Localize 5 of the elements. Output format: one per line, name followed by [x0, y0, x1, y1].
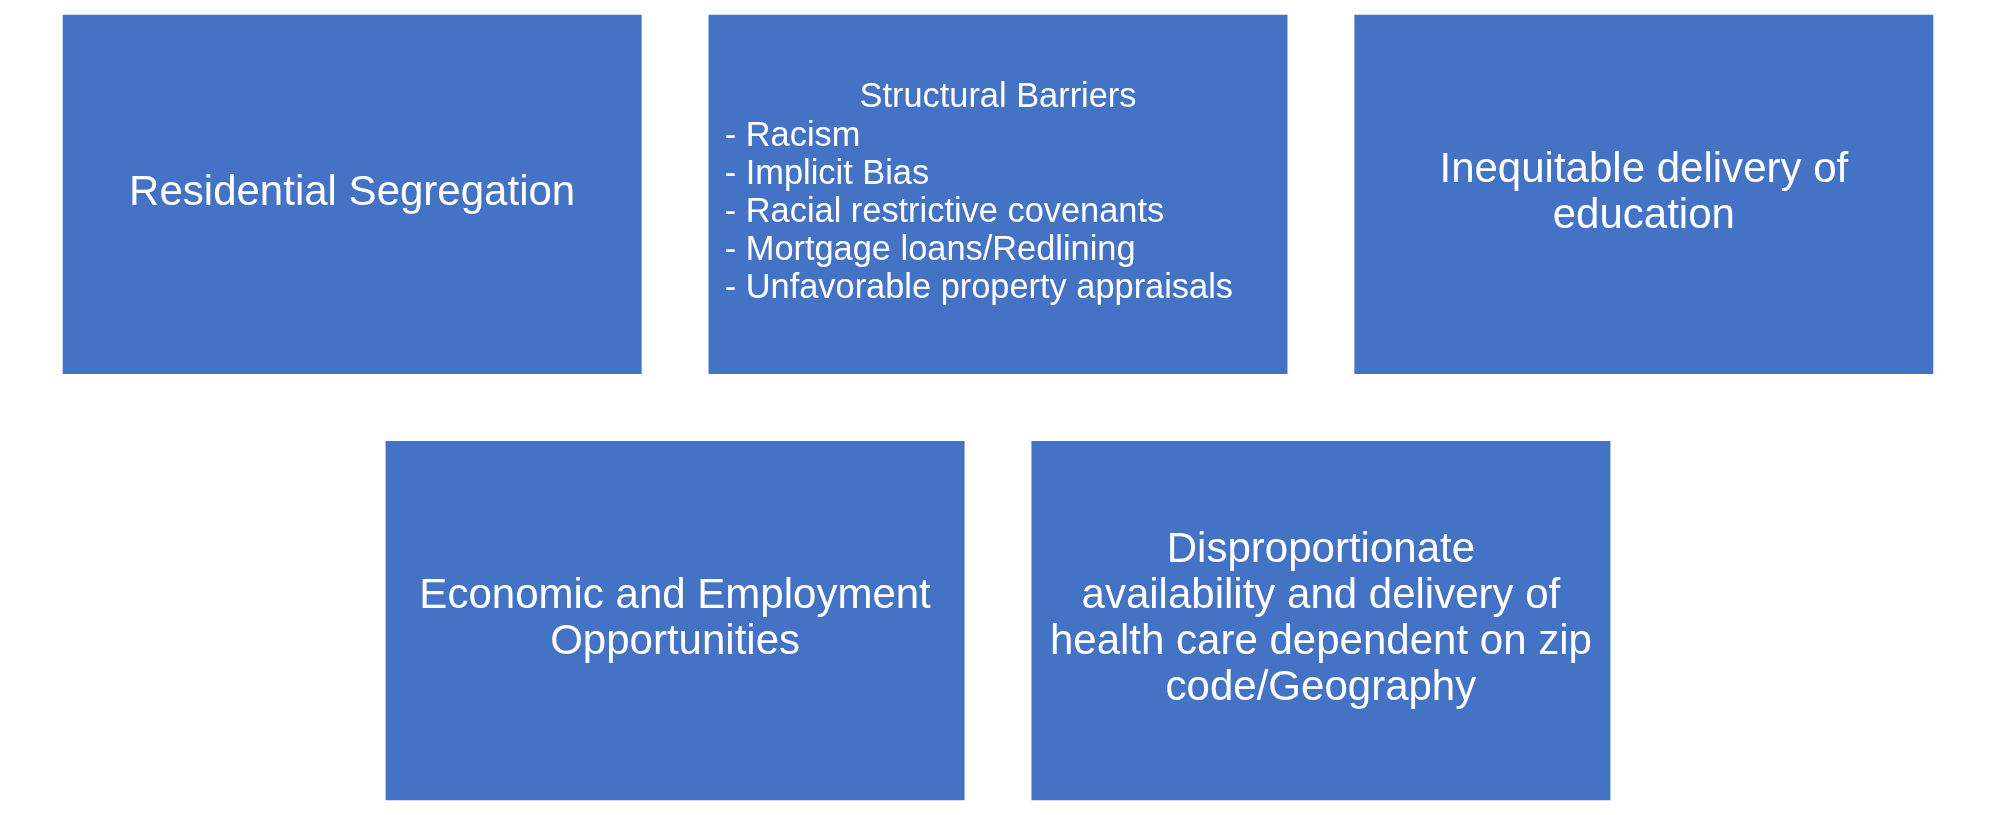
node-box: Economic and Employment Opportunities	[385, 440, 965, 801]
node-box: Disproportionate availability and delivery of health care dependent on zip code/Geography	[1030, 440, 1610, 801]
node-box: Inequitable delivery of education	[1353, 14, 1933, 375]
node-box: Residential Segregation	[62, 14, 642, 375]
node-box: Structural Barriers - Racism - Implicit Bias - Racial restrictive covenants - Mortgage loans/Redlining - Unfavorable property appraisals	[708, 14, 1287, 375]
